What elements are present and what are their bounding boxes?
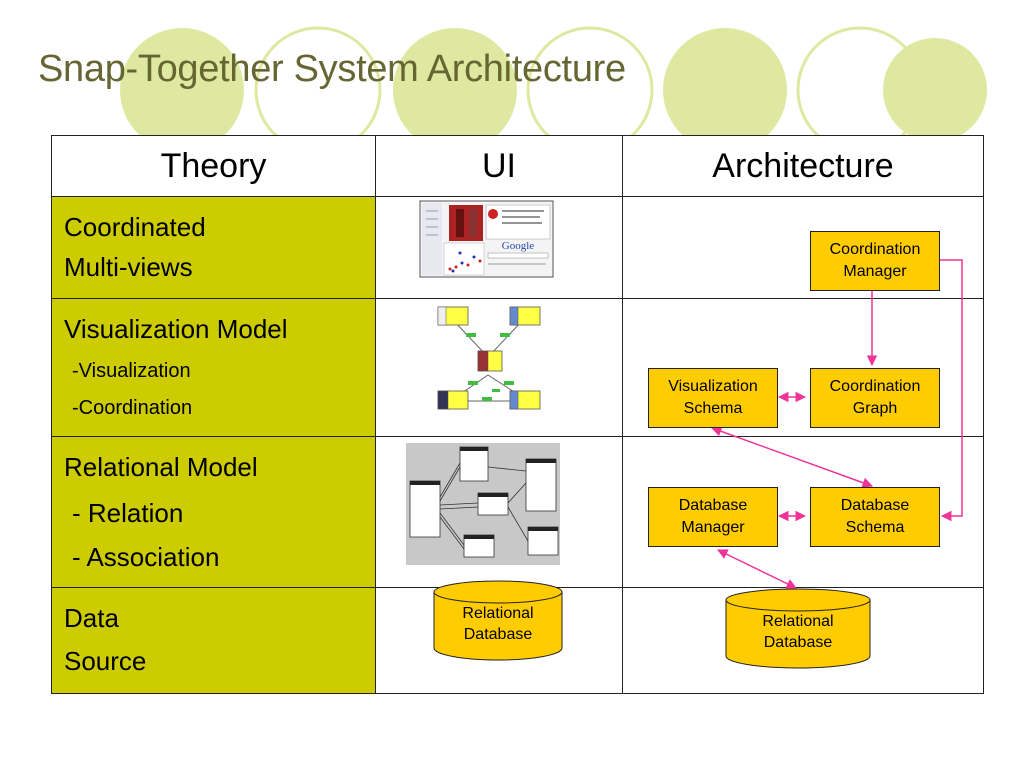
header-theory: Theory [51,135,376,197]
theory-text: Relational Model [64,452,258,482]
deco-circle-filled [120,28,244,140]
deco-circle-outline [526,26,654,140]
ui-cell [375,586,623,694]
coordination-manager-box: Coordination Manager [810,231,940,291]
ui-relational-database-cylinder: Relational Database [433,580,563,662]
visualization-model-diagram [437,306,541,410]
cylinder-label: Database [463,625,533,643]
database-schema-box: Database Schema [810,487,940,547]
theory-text: Data [64,602,119,633]
theory-text: Source [64,646,147,677]
theory-subtext: -Visualization [72,359,191,382]
cylinder-label: Relational [462,605,534,622]
theory-text: Multi-views [64,251,193,282]
relational-model-schema [406,443,560,565]
cylinder-label: Relational [762,613,834,630]
box-label: Schema [845,519,905,536]
header-architecture: Architecture [622,135,984,197]
visualization-schema-box: Visualization Schema [648,368,778,428]
ui-cell [375,298,623,437]
theory-subtext: - Relation [72,497,184,528]
coordinated-views-screenshot: Google [419,200,554,278]
coordination-graph-box: Coordination Graph [810,368,940,428]
architecture-table: Theory UI Architecture Coordinated Multi… [51,135,984,694]
box-label: Database [840,497,910,515]
deco-circle-filled [393,28,517,140]
decorative-circles [120,26,987,140]
table-row: Data Source [51,586,984,694]
deco-circle-outline [254,26,382,140]
ui-cell [375,436,623,588]
box-label: Coordination [829,241,921,259]
box-label: Schema [683,400,743,417]
table-row: Visualization Model -Visualization -Coor… [51,298,984,437]
theory-text: Visualization Model [64,314,288,344]
cylinder-label: Database [763,633,833,651]
header-ui: UI [375,135,623,197]
google-logo-text: Google [502,240,535,252]
box-label: Graph [852,400,898,417]
theory-cell: Visualization Model -Visualization -Coor… [51,298,376,437]
box-label: Database [678,497,748,515]
database-manager-box: Database Manager [648,487,778,547]
theory-text: Coordinated [64,212,206,242]
theory-cell: Coordinated Multi-views [51,196,376,299]
theory-cell: Data Source [51,586,376,694]
box-label: Coordination [829,378,921,396]
box-label: Manager [843,263,907,280]
deco-circle-filled [883,38,987,140]
theory-cell: Relational Model - Relation - Associatio… [51,436,376,588]
box-label: Visualization [668,378,758,396]
table-header-row: Theory UI Architecture [51,135,984,197]
theory-subtext: -Coordination [72,396,193,419]
slide-title: Snap-Together System Architecture [38,48,626,90]
deco-circle-filled [663,28,787,140]
box-label: Manager [681,519,745,536]
ui-cell: Google [375,196,623,299]
arch-relational-database-cylinder: Relational Database [725,588,871,670]
theory-subtext: - Association [72,541,220,572]
